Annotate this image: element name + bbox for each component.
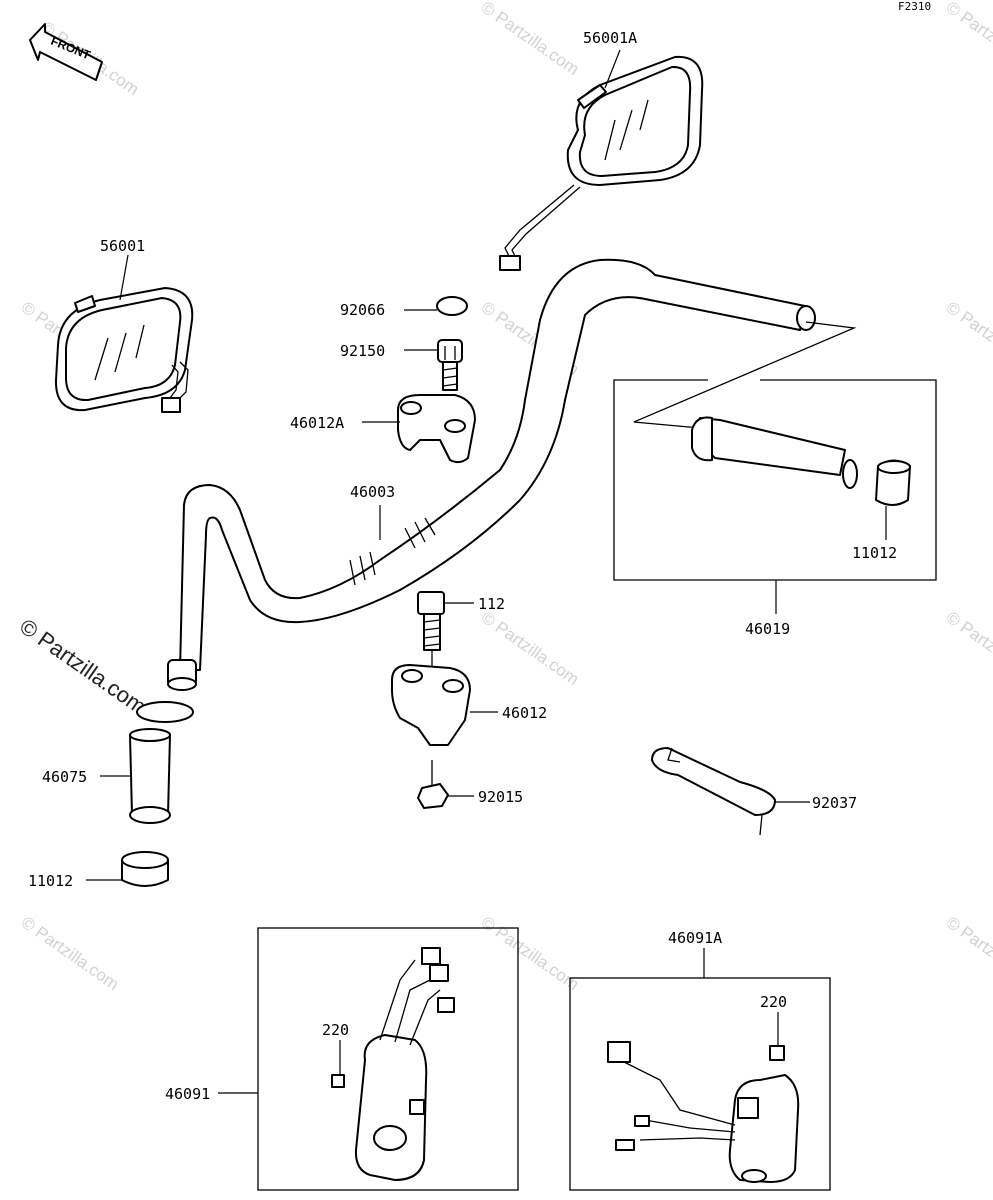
watermark-8: © Partzilla.com [943, 608, 993, 689]
label-46019: 46019 [745, 620, 790, 638]
switch-right-box [569, 977, 831, 1191]
label-46091: 46091 [165, 1085, 210, 1103]
handlebar [167, 258, 816, 691]
mirror-left [54, 287, 194, 413]
label-56001: 56001 [100, 237, 145, 255]
watermark-9: © Partzilla.com [18, 913, 123, 994]
watermark-3: © Partzilla.com [943, 0, 993, 79]
label-11012-left: 11012 [28, 872, 73, 890]
holder-upper [397, 394, 476, 464]
label-46075: 46075 [42, 768, 87, 786]
bolt-top [437, 339, 463, 391]
cable-clamp [651, 747, 776, 836]
label-92015: 92015 [478, 788, 523, 806]
end-weight-left [121, 851, 169, 887]
leader-lines [86, 49, 887, 1094]
label-92066: 92066 [340, 301, 385, 319]
label-220-right: 220 [760, 993, 787, 1011]
label-46012a: 46012A [290, 414, 344, 432]
label-46003: 46003 [350, 483, 395, 501]
grip-assembly-box [613, 321, 937, 581]
watermark-11: © Partzilla.com [943, 913, 993, 994]
watermark-6: © Partzilla.com [943, 298, 993, 379]
switch-left-box [257, 927, 519, 1191]
label-92037: 92037 [812, 794, 857, 812]
watermark-10: © Partzilla.com [478, 913, 583, 994]
label-11012-right: 11012 [852, 544, 897, 562]
nut [417, 783, 449, 809]
label-46091a: 46091A [668, 929, 722, 947]
label-46012: 46012 [502, 704, 547, 722]
watermark-dark: © Partzilla.com [15, 614, 151, 720]
grip-left [129, 701, 194, 824]
label-92150: 92150 [340, 342, 385, 360]
watermark-2: © Partzilla.com [478, 0, 583, 79]
bolt-lower [417, 591, 445, 690]
cap [436, 296, 468, 316]
diagram-code: F2310 [898, 0, 931, 13]
watermark-7: © Partzilla.com [478, 608, 583, 689]
holder-lower [391, 664, 471, 785]
mirror-right [499, 55, 704, 271]
label-112: 112 [478, 595, 505, 613]
label-56001a: 56001A [583, 29, 637, 47]
label-220-left: 220 [322, 1021, 349, 1039]
part-labels: 56001A 56001 92066 92150 46012A 46003 11… [28, 29, 897, 1103]
